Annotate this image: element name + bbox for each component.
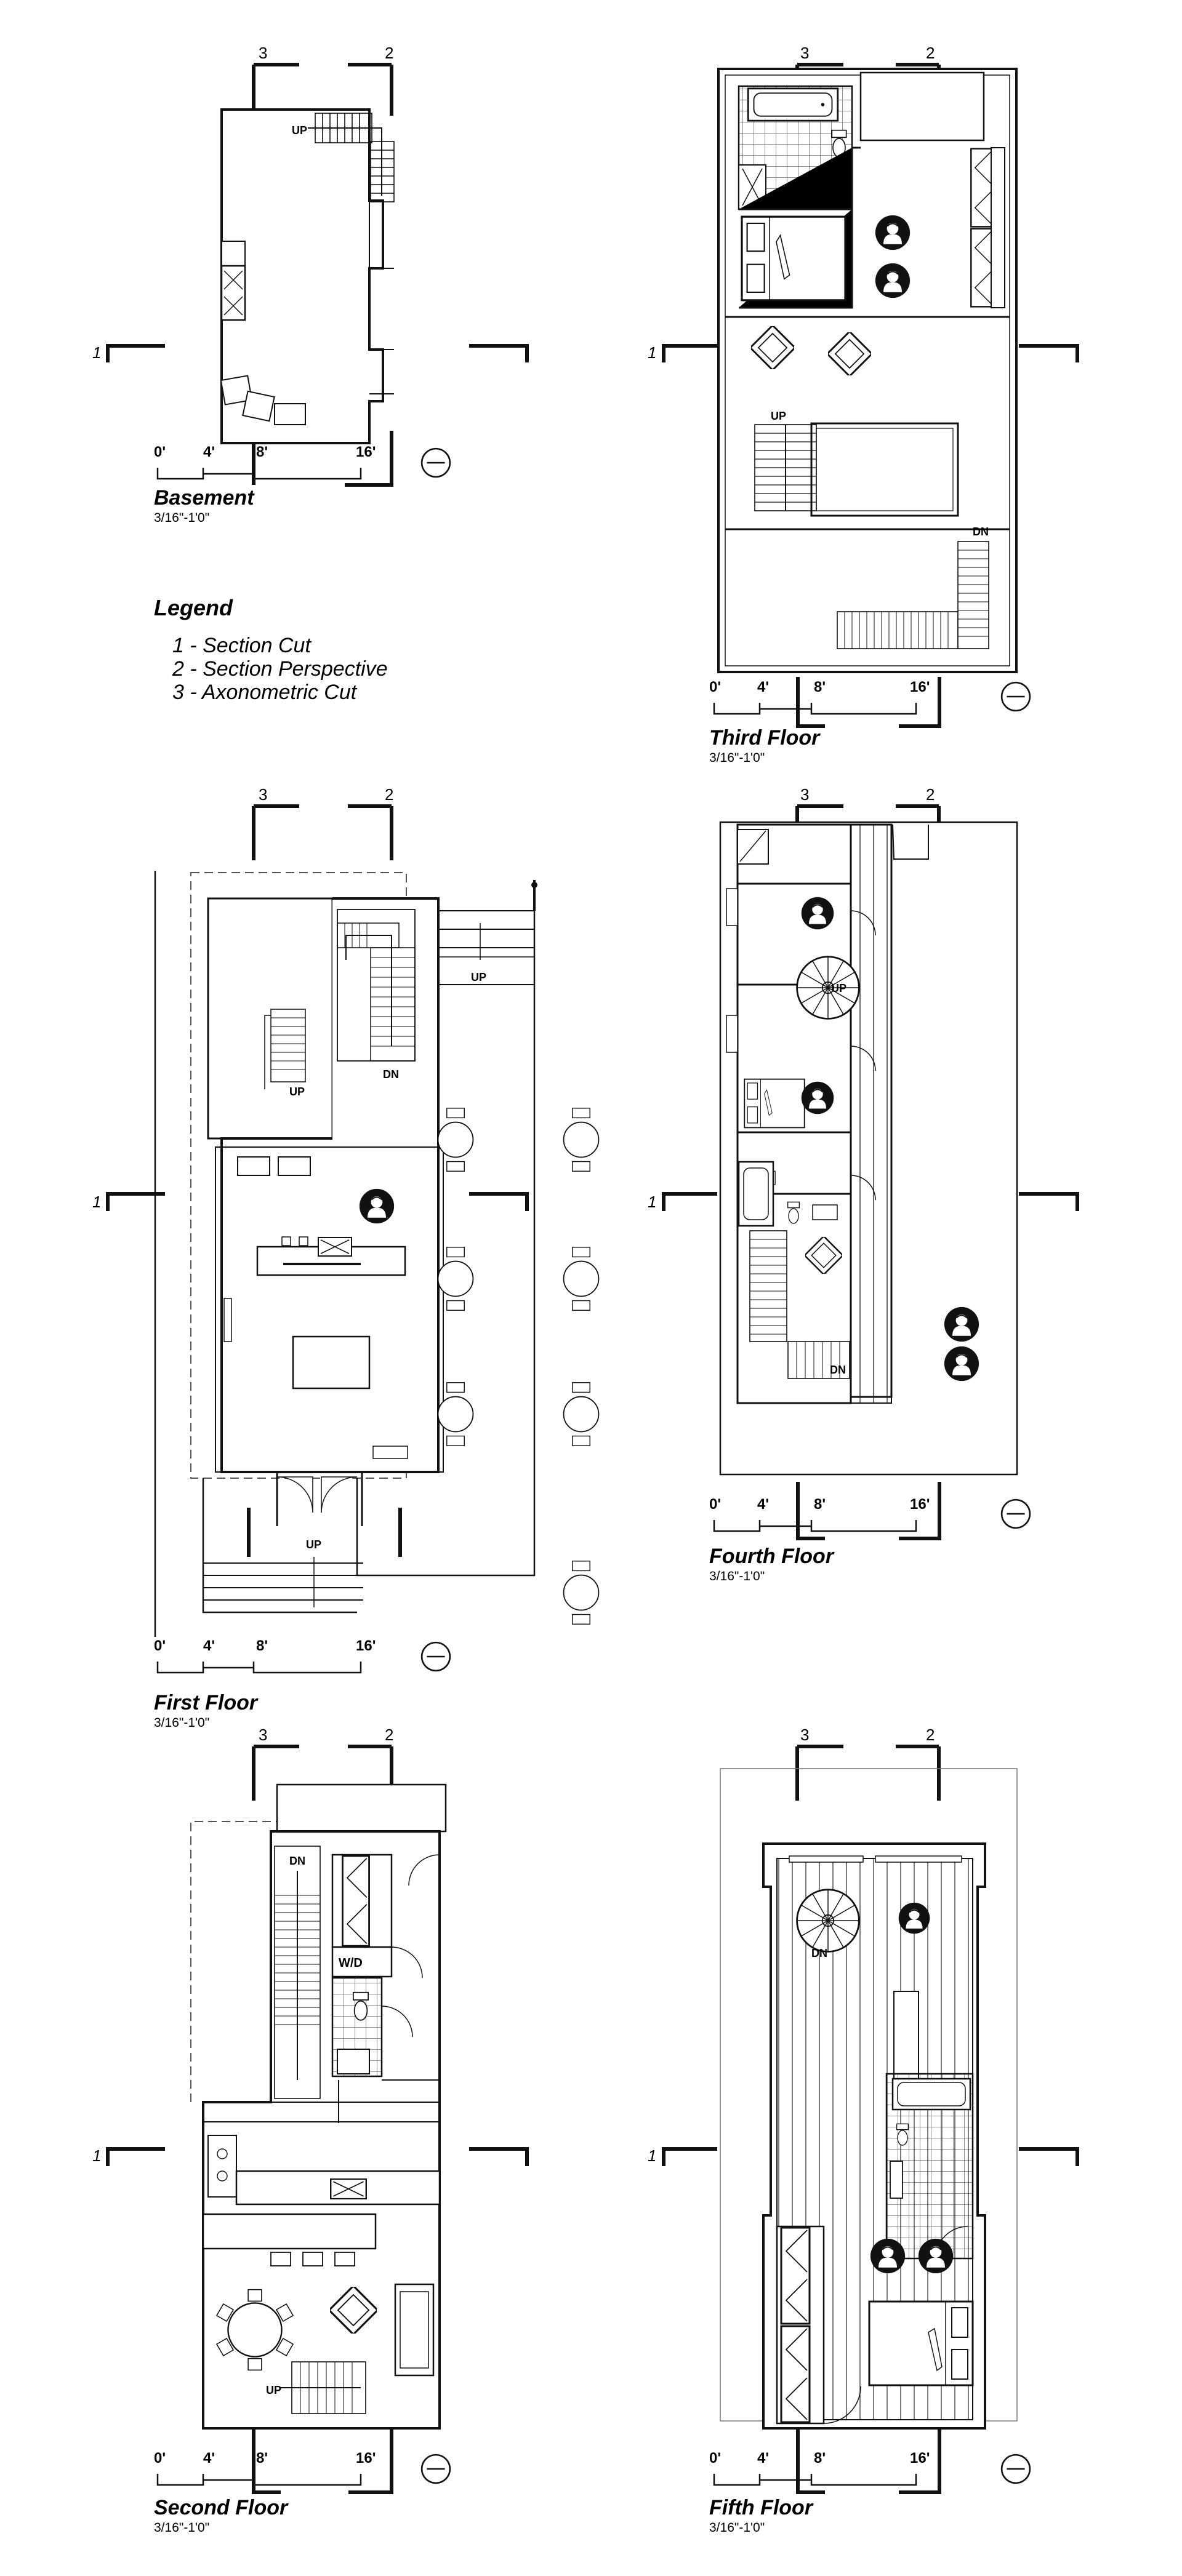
plan-scale-second: 3/16"-1'0"	[154, 2521, 209, 2535]
section-label-1: 1	[92, 343, 101, 362]
plan-third-floor: 3 2 1 UP DN 0' 4' 8' 16' Third Floor 3/1…	[648, 44, 1079, 765]
stair-down-label: DN	[811, 1947, 827, 1959]
stair-up-label: UP	[306, 1538, 321, 1551]
section-marker-icon	[106, 804, 529, 1211]
scale-tick-8: 8'	[814, 679, 826, 695]
scale-bar	[713, 677, 941, 728]
section-marker-icon	[662, 1745, 1079, 2166]
section-label-3: 3	[259, 785, 267, 804]
scale-tick-4: 4'	[203, 444, 215, 460]
scale-bar	[713, 1482, 941, 1540]
scale-tick-4: 4'	[757, 679, 769, 695]
section-label-2: 2	[926, 785, 935, 804]
scale-tick-8: 8'	[256, 1638, 268, 1654]
section-label-1: 1	[92, 1193, 101, 1211]
legend-item-section-perspective: 2 - Section Perspective	[172, 657, 388, 681]
section-label-2: 2	[385, 1726, 393, 1744]
plan-second-floor: 3 2 1 DN W/D UP 0' 4' 8' 16'	[92, 1726, 529, 2535]
section-label-2: 2	[385, 785, 393, 804]
plan-scale-first: 3/16"-1'0"	[154, 1716, 209, 1730]
stair-down-label: DN	[973, 526, 989, 538]
legend: Legend 1 - Section Cut 2 - Section Persp…	[154, 595, 388, 704]
scale-tick-0: 0'	[154, 2450, 166, 2466]
scale-tick-0: 0'	[709, 679, 721, 695]
scale-tick-4: 4'	[203, 2450, 215, 2466]
scale-tick-0: 0'	[709, 1496, 721, 1513]
plan-title-fifth: Fifth Floor	[709, 2496, 814, 2519]
plan-basement: 3 2 1 UP 0' 4' 8' 16' Basement 3/16"-1'0…	[92, 44, 529, 525]
scale-tick-16: 16'	[356, 444, 376, 460]
scale-bar	[713, 2428, 941, 2494]
stair-up-label: UP	[292, 124, 307, 137]
stair-up-label: UP	[266, 2384, 281, 2396]
scale-tick-8: 8'	[814, 1496, 826, 1513]
scale-tick-0: 0'	[154, 444, 166, 460]
plan-fourth-floor: 3 2 1 UP DN 0' 4' 8' 16' Fourth Floor 3/…	[648, 785, 1079, 1583]
stair-up-label: UP	[831, 982, 846, 994]
legend-item-section-cut: 1 - Section Cut	[172, 634, 312, 657]
stair-down-label: DN	[289, 1855, 305, 1867]
scale-bar	[156, 2428, 393, 2494]
scale-tick-16: 16'	[910, 1496, 930, 1513]
section-label-3: 3	[259, 44, 267, 62]
scale-tick-8: 8'	[256, 444, 268, 460]
stair-up-label: UP	[289, 1086, 305, 1098]
scale-bar	[156, 1662, 362, 1674]
section-label-2: 2	[926, 44, 935, 62]
scale-tick-4: 4'	[757, 1496, 769, 1513]
plan-scale-third: 3/16"-1'0"	[709, 751, 765, 765]
section-label-3: 3	[800, 785, 809, 804]
scale-tick-0: 0'	[709, 2450, 721, 2466]
north-arrow-icon	[1000, 681, 1031, 712]
stair-up-label: UP	[771, 410, 786, 422]
scale-bar	[156, 468, 362, 480]
north-arrow-icon	[420, 2454, 451, 2484]
stair-up-label: UP	[471, 971, 486, 983]
scale-tick-16: 16'	[910, 2450, 930, 2466]
plan-title-fourth: Fourth Floor	[709, 1545, 835, 1568]
section-label-2: 2	[926, 1726, 935, 1744]
plan-title-first: First Floor	[154, 1691, 259, 1714]
plan-scale-fourth: 3/16"-1'0"	[709, 1569, 765, 1583]
plan-scale-fifth: 3/16"-1'0"	[709, 2521, 765, 2535]
north-arrow-icon	[1000, 1498, 1031, 1529]
plan-scale-basement: 3/16"-1'0"	[154, 511, 209, 525]
scale-tick-16: 16'	[910, 679, 930, 695]
stair-down-label: DN	[830, 1364, 846, 1376]
plan-fifth-floor: 3 2 1 DN 0' 4' 8' 16' Fifth Floor 3/16"-…	[648, 1726, 1079, 2535]
plan-title-basement: Basement	[154, 486, 255, 510]
section-label-1: 1	[648, 2146, 656, 2165]
section-label-3: 3	[259, 1726, 267, 1744]
north-arrow-icon	[420, 447, 451, 478]
plan-title-third: Third Floor	[709, 726, 821, 750]
scale-tick-4: 4'	[203, 1638, 215, 1654]
scale-tick-8: 8'	[256, 2450, 268, 2466]
legend-title: Legend	[154, 595, 233, 620]
north-arrow-icon	[1000, 2454, 1031, 2484]
scale-tick-16: 16'	[356, 2450, 376, 2466]
section-label-3: 3	[800, 1726, 809, 1744]
north-arrow-icon	[420, 1641, 451, 1672]
section-label-3: 3	[800, 44, 809, 62]
plan-title-second: Second Floor	[154, 2496, 289, 2519]
section-label-2: 2	[385, 44, 393, 62]
washer-dryer-label: W/D	[339, 1956, 363, 1970]
scale-tick-0: 0'	[154, 1638, 166, 1654]
section-label-1: 1	[92, 2146, 101, 2165]
section-label-1: 1	[648, 1193, 656, 1211]
scale-tick-16: 16'	[356, 1638, 376, 1654]
plan-first-floor: 3 2 1 UP DN UP UP	[92, 785, 600, 1730]
section-marker-icon	[106, 63, 529, 487]
stair-down-label: DN	[383, 1068, 399, 1081]
scale-tick-8: 8'	[814, 2450, 826, 2466]
legend-item-axonometric-cut: 3 - Axonometric Cut	[172, 681, 358, 704]
scale-tick-4: 4'	[757, 2450, 769, 2466]
section-label-1: 1	[648, 343, 656, 362]
